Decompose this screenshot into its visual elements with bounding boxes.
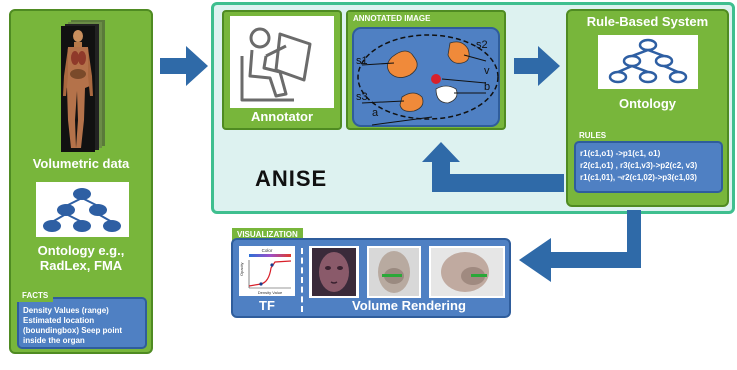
rule-system-title: Rule-Based System — [586, 14, 709, 29]
label-a: a — [372, 107, 379, 119]
facts-text: Density Values (range) Estimated locatio… — [23, 306, 123, 345]
rendering-face-2 — [367, 246, 421, 298]
arrow-to-visualization — [519, 210, 641, 282]
rule-system-box: Rule-Based System Ontology RULES r1(c1,o… — [566, 9, 729, 207]
label-s2: s2 — [476, 39, 488, 51]
volume-rendering-label: Volume Rendering — [352, 298, 466, 313]
rule-1: r1(c1,o1) ->p1(c1, o1) — [580, 149, 661, 158]
rendering-face-3 — [429, 246, 505, 298]
label-b: b — [484, 81, 491, 93]
annotator-label: Annotator — [250, 109, 314, 124]
rules-tag: RULES — [574, 129, 612, 142]
tf-chart-title: Color — [262, 248, 273, 253]
label-v: v — [484, 65, 490, 77]
ontology-image — [36, 182, 129, 237]
tf-chart: Color Opacity Density Value — [239, 246, 295, 296]
volumetric-image — [57, 16, 109, 154]
ontology-eg-label: Ontology e.g., RadLex, FMA — [37, 243, 125, 273]
annotated-image-box: ANNOTATED IMAGE s1 s2 s3 v b a — [346, 10, 506, 130]
input-panel: Volumetric data Ontology e.g., RadLex, F… — [9, 9, 153, 354]
tree-icon — [608, 38, 688, 84]
tf-ylabel: Opacity — [239, 262, 244, 276]
volumetric-label: Volumetric data — [32, 156, 130, 171]
tf-xlabel: Density Value — [258, 290, 283, 295]
rule-3: r1(c1,01), ¬r2(c1,02)->p3(c1,03) — [580, 173, 697, 182]
rule-2: r2(c1,o1) , r3(c1,v3)->p2(c2, v3) — [580, 161, 698, 170]
annotated-image — [352, 27, 500, 127]
person-reading-icon — [240, 27, 312, 102]
tree-icon — [43, 188, 121, 232]
arrow-to-anise — [160, 46, 208, 86]
tf-label: TF — [259, 298, 275, 313]
visualization-box: Color Opacity Density Value TF — [231, 238, 511, 318]
annotator-icon — [230, 16, 334, 108]
annotator-box: Annotator — [222, 10, 342, 130]
rules-box: r1(c1,o1) ->p1(c1, o1) r2(c1,o1) , r3(c1… — [574, 141, 723, 193]
label-s1: s1 — [356, 55, 368, 67]
rendering-face-1 — [309, 246, 359, 298]
divider — [301, 248, 303, 312]
feedback-arrow — [422, 142, 564, 192]
anise-title: ANISE — [255, 166, 328, 191]
rule-ontology-label: Ontology — [618, 96, 677, 111]
facts-box: Density Values (range) Estimated locatio… — [17, 297, 147, 349]
visualization-tag: VISUALIZATION — [232, 228, 303, 241]
rule-ontology-image — [598, 35, 698, 89]
arrow-to-rules — [514, 46, 560, 86]
label-s3: s3 — [356, 91, 368, 103]
annotated-image-tag: ANNOTATED IMAGE — [348, 12, 436, 25]
facts-tag: FACTS — [17, 289, 54, 302]
